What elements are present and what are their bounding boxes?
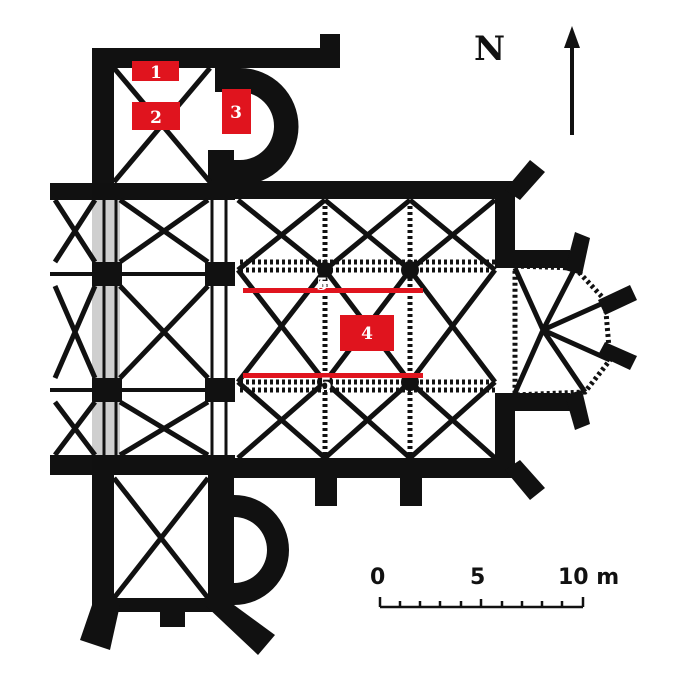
marker-4 (340, 315, 394, 351)
north-label: N (474, 29, 505, 69)
west-bays (50, 183, 235, 475)
marker-3 (222, 89, 251, 134)
north-tower (92, 34, 340, 200)
scale-label-5: 5 (470, 565, 485, 590)
marker-1 (132, 61, 179, 81)
marker-5-label-north: 5 (316, 275, 328, 295)
marker-3-label: 3 (230, 103, 242, 123)
marker-5-label-south: 5 (320, 375, 332, 395)
marker-2 (132, 102, 180, 130)
scale-bar (378, 597, 585, 609)
south-tower (80, 470, 289, 655)
apse (512, 232, 637, 430)
marker-1-label: 1 (150, 63, 162, 83)
marker-4-label: 4 (361, 324, 373, 344)
scale-label-0: 0 (370, 565, 385, 590)
marker-5-line-north (243, 288, 423, 293)
marker-5-line-south (243, 373, 423, 378)
north-arrow-icon (564, 26, 580, 135)
marker-2-label: 2 (150, 108, 162, 128)
scale-label-10: 10 m (558, 565, 619, 590)
